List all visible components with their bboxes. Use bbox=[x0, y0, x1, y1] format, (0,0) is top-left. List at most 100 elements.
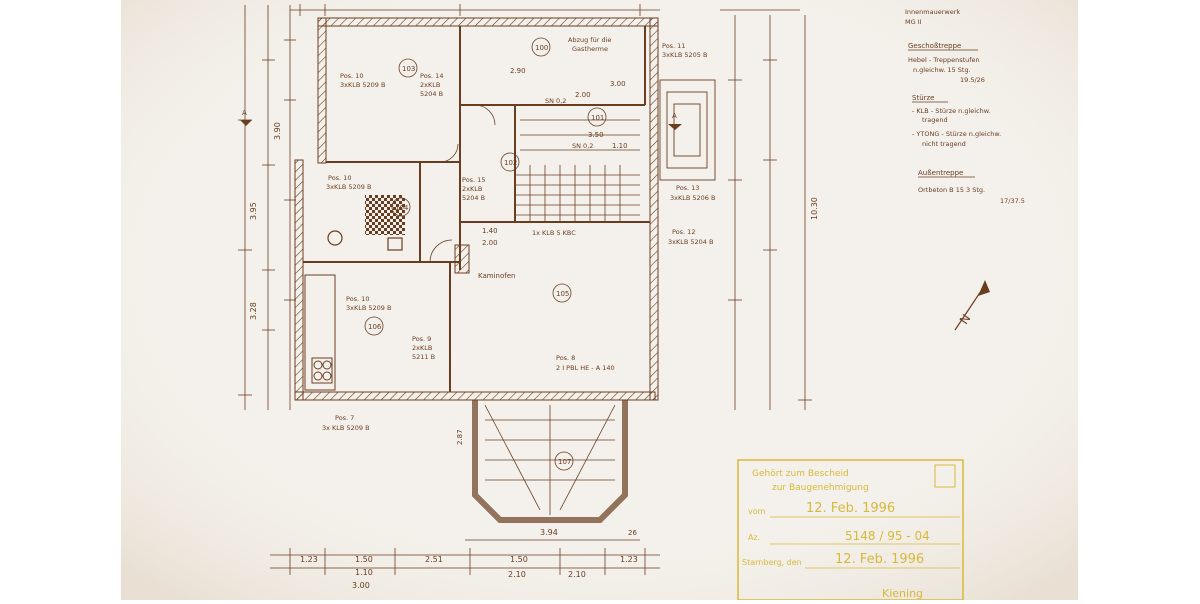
label-pos12-1: Pos. 12 bbox=[672, 228, 695, 236]
label-pos10b-2: 3xKLB 5209 B bbox=[326, 183, 371, 191]
label-pos10c-1: Pos. 10 bbox=[346, 295, 369, 303]
note-header: Innenmauerwerk bbox=[905, 8, 960, 16]
label-pos14-2: 2xKLB bbox=[420, 81, 440, 89]
dim-left-c: 3.90 bbox=[273, 122, 282, 140]
plan-labels: Abzug für die Gastherme Kaminofen Pos. 1… bbox=[242, 36, 715, 432]
room-107: 107 bbox=[558, 458, 571, 466]
room-102: 102 bbox=[504, 159, 517, 167]
label-pos10c-2: 3xKLB 5209 B bbox=[346, 304, 391, 312]
dim-26: 26 bbox=[628, 529, 637, 537]
dim-350: 3.50 bbox=[588, 131, 604, 139]
right-dimension-chain bbox=[728, 15, 812, 410]
label-pos12-2: 3xKLB 5204 B bbox=[668, 238, 713, 246]
label-abzug-2: Gastherme bbox=[572, 45, 608, 53]
note-outer-2: 17/37.5 bbox=[1000, 197, 1025, 205]
dim-bottom2-2: 2.10 bbox=[508, 570, 526, 579]
note-lintels-4: nicht tragend bbox=[922, 140, 966, 148]
label-pos15-3: 5204 B bbox=[462, 194, 485, 202]
plan-notes: Innenmauerwerk MG II Geschoßtreppe Hebel… bbox=[905, 8, 1025, 205]
room-103: 103 bbox=[402, 65, 415, 73]
label-pos7-2: 3x KLB 5209 B bbox=[322, 424, 370, 432]
label-kaminofen: Kaminofen bbox=[478, 272, 515, 280]
room-104: 104 bbox=[395, 204, 409, 212]
stamp-place-date: 12. Feb. 1996 bbox=[835, 552, 924, 567]
label-pos11-2: 3xKLB 5205 B bbox=[662, 51, 707, 59]
label-pos15-2: 2xKLB bbox=[462, 185, 482, 193]
section-marker-right: A bbox=[672, 112, 677, 120]
stamp-signature: Kiening bbox=[882, 587, 923, 600]
exterior-stair-right bbox=[659, 79, 716, 181]
label-pos9-2: 2xKLB bbox=[412, 344, 432, 352]
label-lintel: 1x KLB 5 KBC bbox=[532, 229, 576, 237]
room-101: 101 bbox=[591, 114, 604, 122]
dim-bottom-1: 1.23 bbox=[300, 555, 318, 564]
room-numbers: 100 101 102 103 104 105 106 107 bbox=[364, 37, 607, 471]
room-105: 105 bbox=[556, 290, 569, 298]
dim-bottom2-1: 1.10 bbox=[355, 568, 373, 577]
label-pos13-2: 3xKLB 5206 B bbox=[670, 194, 715, 202]
note-lintels-2: tragend bbox=[922, 116, 948, 124]
dim-200a: 2.00 bbox=[575, 91, 591, 99]
dim-200b: 2.00 bbox=[482, 239, 498, 247]
label-sn02b: SN 0,2 bbox=[572, 142, 593, 150]
dim-right-total: 10.30 bbox=[810, 197, 819, 220]
label-pos10b-1: Pos. 10 bbox=[328, 174, 351, 182]
bottom-dimension-chain bbox=[270, 539, 660, 575]
label-pos13-1: Pos. 13 bbox=[676, 184, 699, 192]
toilet-fixture bbox=[327, 230, 343, 246]
note-stairs-2: n.gleichw. 15 Stg. bbox=[913, 66, 971, 74]
left-dimension-chain bbox=[238, 5, 296, 410]
dim-bottom-4: 1.50 bbox=[510, 555, 528, 564]
section-marker-left: A bbox=[242, 109, 247, 117]
stamp-vom-date: 12. Feb. 1996 bbox=[806, 501, 895, 516]
label-pos10a-2: 3xKLB 5209 B bbox=[340, 81, 385, 89]
bathroom-tiles bbox=[365, 195, 405, 235]
top-dimension-chain bbox=[290, 4, 800, 16]
note-lintels-1: - KLB - Stürze n.gleichw. bbox=[912, 107, 991, 115]
note-header2: MG II bbox=[905, 18, 922, 26]
bay-window bbox=[472, 400, 628, 523]
label-pos8-1: Pos. 8 bbox=[556, 354, 575, 362]
label-pos9-1: Pos. 9 bbox=[412, 335, 431, 343]
door-swings bbox=[429, 104, 496, 263]
exterior-walls bbox=[294, 17, 659, 401]
stamp-line1: Gehört zum Bescheid bbox=[752, 469, 849, 479]
dim-bottom-5: 1.23 bbox=[620, 555, 638, 564]
label-abzug-1: Abzug für die bbox=[568, 36, 611, 44]
dim-bottom-2: 1.50 bbox=[355, 555, 373, 564]
room-106: 106 bbox=[368, 323, 382, 331]
approval-stamp: Gehört zum Bescheid zur Baugenehmigung v… bbox=[737, 459, 964, 601]
kitchen-counter bbox=[304, 274, 336, 391]
dim-394: 3.94 bbox=[540, 528, 558, 537]
stamp-place-label: Starnberg, den bbox=[742, 558, 802, 567]
label-sn02a: SN 0,2 bbox=[545, 97, 566, 105]
note-underlines bbox=[908, 49, 978, 178]
note-outer-title: Außentreppe bbox=[918, 169, 963, 177]
stamp-line2: zur Baugenehmigung bbox=[772, 483, 869, 493]
dim-110: 1.10 bbox=[612, 142, 628, 150]
label-pos8-2: 2 I PBL HE - A 140 bbox=[556, 364, 615, 372]
label-pos14-3: 5204 B bbox=[420, 90, 443, 98]
washbasin-fixture bbox=[387, 237, 403, 251]
label-pos15-1: Pos. 15 bbox=[462, 176, 485, 184]
dim-300: 3.00 bbox=[610, 80, 626, 88]
label-pos9-3: 5211 B bbox=[412, 353, 435, 361]
stair-treads bbox=[515, 119, 640, 222]
section-arrow-left bbox=[240, 120, 252, 126]
chimney bbox=[454, 244, 470, 274]
stamp-az-value: 5148 / 95 - 04 bbox=[845, 529, 930, 543]
room-100: 100 bbox=[535, 44, 548, 52]
note-outer-1: Ortbeton B 15 3 Stg. bbox=[918, 186, 985, 194]
stamp-az-label: Az. bbox=[748, 533, 760, 542]
dim-290: 2.90 bbox=[510, 67, 526, 75]
note-stairs-title: Geschoßtreppe bbox=[908, 42, 961, 50]
interior-walls bbox=[303, 26, 650, 392]
dim-287: 2.87 bbox=[456, 429, 464, 445]
dim-left-a: 3.28 bbox=[249, 302, 258, 320]
note-stairs-3: 19.5/26 bbox=[960, 76, 985, 84]
label-pos10a-1: Pos. 10 bbox=[340, 72, 363, 80]
note-lintels-3: - YTONG - Stürze n.gleichw. bbox=[912, 130, 1001, 138]
section-arrow-right bbox=[668, 124, 682, 130]
dim-left-b: 3.95 bbox=[249, 202, 258, 220]
